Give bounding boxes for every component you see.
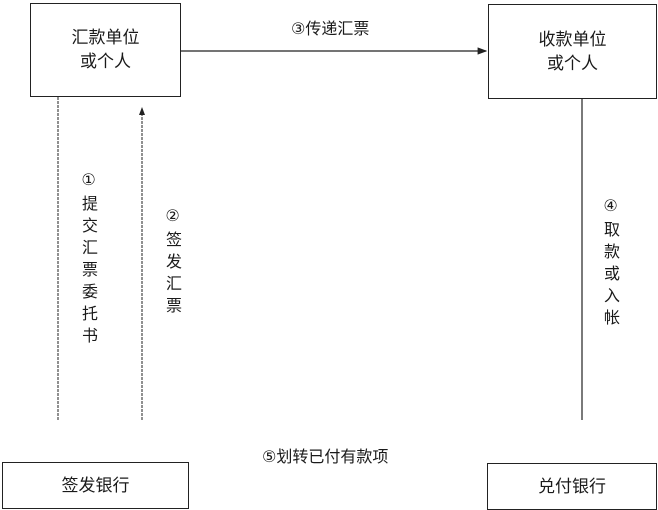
step1-label: ①提交汇票委托书 bbox=[79, 170, 98, 349]
paying-bank-box: 兑付银行 bbox=[487, 463, 657, 510]
remitter-box: 汇款单位或个人 bbox=[30, 3, 181, 97]
step3-label: ③传递汇票 bbox=[291, 19, 370, 38]
remitter-line1: 汇款单位 bbox=[71, 28, 140, 48]
issuing-bank-box: 签发银行 bbox=[2, 462, 189, 509]
payee-line1: 收款单位 bbox=[538, 29, 607, 50]
payee-box: 收款单位或个人 bbox=[488, 4, 657, 99]
payee-line2: 或个人 bbox=[547, 53, 598, 74]
paying-bank-label: 兑付银行 bbox=[538, 476, 606, 497]
step2-label: ②签发汇票 bbox=[163, 206, 182, 319]
remitter-line2: 或个人 bbox=[80, 52, 131, 72]
step4-label: ④取款或入帐 bbox=[601, 196, 620, 331]
arrows-layer bbox=[57, 47, 583, 420]
step5-label: ⑤划转已付有款项 bbox=[262, 447, 389, 466]
issuing-bank-label: 签发银行 bbox=[61, 475, 130, 496]
